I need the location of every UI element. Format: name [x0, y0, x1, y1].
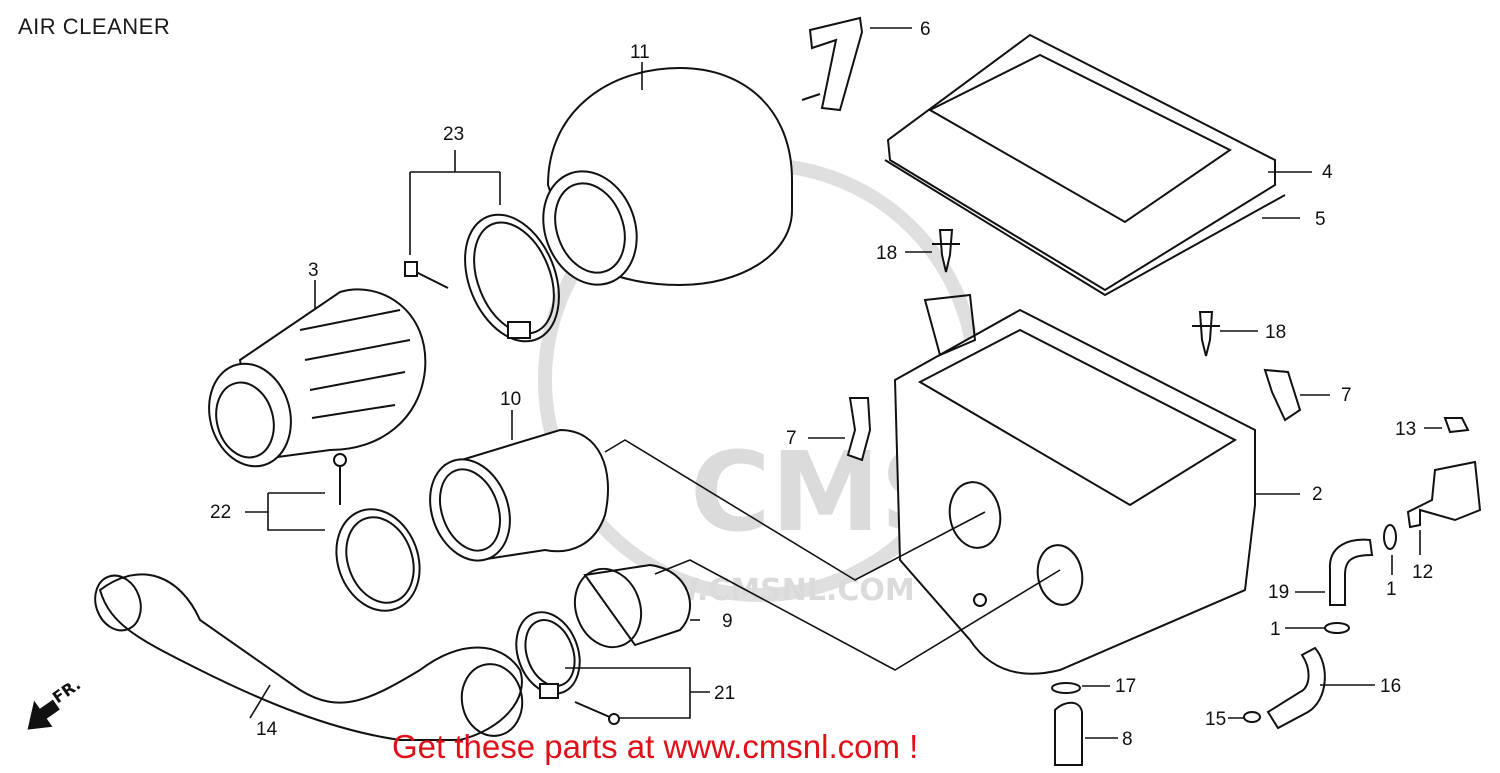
part-1-hose-clip-lower[interactable] [1324, 622, 1350, 634]
callout-1-upper: 1 [1386, 579, 1397, 600]
callout-8: 8 [1122, 729, 1133, 750]
callout-7-left: 7 [786, 428, 797, 449]
callout-18-lower: 18 [1265, 322, 1286, 343]
callout-23: 23 [443, 124, 464, 145]
part-17-hose-clip[interactable] [1051, 682, 1081, 694]
part-23-band-clamp[interactable] [404, 201, 577, 356]
callout-22: 22 [210, 502, 231, 523]
callout-3: 3 [308, 260, 319, 281]
assembly-line-upper [604, 439, 986, 581]
part-3-filter-cage[interactable] [198, 288, 427, 475]
part-7-clip-right[interactable] [1263, 368, 1302, 422]
callout-17: 17 [1115, 676, 1136, 697]
part-22-band-clamp[interactable] [323, 453, 434, 623]
part-10-connecting-boot[interactable] [417, 428, 609, 572]
part-6-strap[interactable] [801, 16, 864, 112]
callout-5: 5 [1315, 209, 1326, 230]
part-4-case-cover[interactable] [886, 33, 1276, 292]
part-21-band-clamp[interactable] [505, 603, 620, 725]
leader-lines [245, 27, 1442, 739]
assembly-line-lower [654, 559, 1061, 671]
callout-14: 14 [256, 719, 278, 740]
part-19-elbow-hose[interactable] [1328, 538, 1374, 606]
callout-6: 6 [920, 19, 931, 40]
part-2-air-cleaner-case[interactable] [893, 293, 1256, 675]
callout-labels: 11 23 3 10 22 14 9 21 6 4 5 18 18 7 7 2 … [210, 19, 1433, 750]
callout-18-upper: 18 [876, 243, 897, 264]
part-8-drain-plug[interactable] [1054, 701, 1083, 766]
part-7-clip-left[interactable] [846, 397, 872, 462]
front-direction-marker: FR. [27, 675, 84, 730]
part-5-seal[interactable] [884, 159, 1286, 297]
callout-2: 2 [1312, 484, 1323, 505]
part-16-hose[interactable] [1266, 646, 1326, 730]
callout-1-lower: 1 [1270, 619, 1281, 640]
callout-4: 4 [1322, 162, 1333, 183]
callout-9: 9 [722, 611, 733, 632]
part-1-hose-clip-upper[interactable] [1383, 524, 1397, 550]
callout-10: 10 [500, 389, 521, 410]
part-12-drain-fitting[interactable] [1406, 460, 1482, 529]
callout-7-right: 7 [1341, 385, 1352, 406]
part-11-filter-element[interactable] [528, 66, 793, 298]
callout-13: 13 [1395, 419, 1416, 440]
part-15-hose-clip[interactable] [1243, 711, 1261, 723]
callout-12: 12 [1412, 562, 1433, 583]
callout-15: 15 [1205, 709, 1226, 730]
part-9-boot[interactable] [564, 559, 691, 656]
part-13-cap[interactable] [1443, 417, 1470, 434]
part-14-intake-duct[interactable] [88, 569, 528, 741]
diagram-title: AIR CLEANER [18, 14, 171, 39]
parts-link-banner[interactable]: Get these parts at www.cmsnl.com ! [392, 728, 919, 765]
callout-11: 11 [630, 42, 650, 63]
part-18-clip-upper[interactable] [932, 229, 960, 273]
part-18-clip-lower[interactable] [1192, 311, 1220, 357]
callout-19: 19 [1268, 582, 1289, 603]
callout-21: 21 [714, 683, 735, 704]
callout-16: 16 [1380, 676, 1401, 697]
